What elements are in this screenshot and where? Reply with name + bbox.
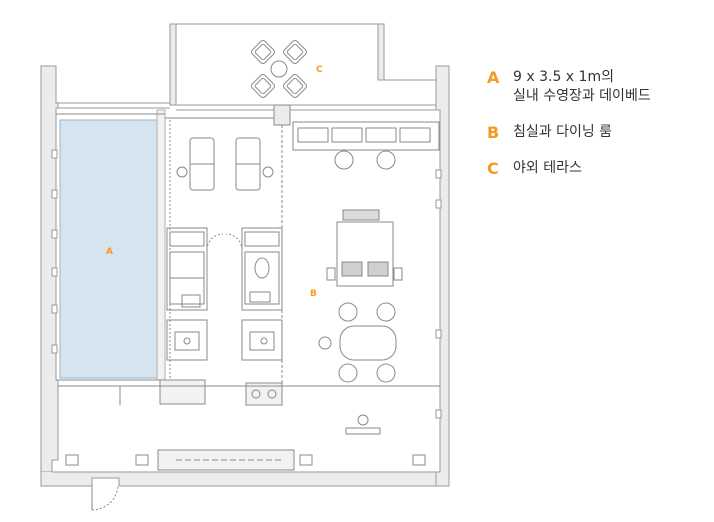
dining-table-icon <box>318 302 397 383</box>
lounge-chair-icon <box>176 137 274 191</box>
legend-text-a-line1: 9 x 3.5 x 1m의 <box>513 69 614 85</box>
floor-plan: A B C <box>40 23 450 511</box>
toilet-icon <box>254 257 270 279</box>
legend-item-c: C 야외 테라스 <box>487 159 707 178</box>
pool <box>59 119 158 379</box>
bed-icon <box>326 209 403 287</box>
legend-item-a: A 9 x 3.5 x 1m의 실내 수영장과 데이베드 <box>487 68 707 106</box>
legend-item-b: B 침실과 다이닝 룸 <box>487 123 707 142</box>
legend-text-b: 침실과 다이닝 룸 <box>513 124 613 140</box>
stove-icon <box>245 382 283 406</box>
door-icon <box>91 485 119 511</box>
legend: A 9 x 3.5 x 1m의 실내 수영장과 데이베드 B 침실과 다이닝 룸… <box>487 68 707 195</box>
plan-label-b: B <box>310 289 317 299</box>
legend-letter-c: C <box>487 159 499 178</box>
bathroom-left <box>159 227 224 405</box>
pool-markers <box>51 149 442 419</box>
legend-letter-a: A <box>487 68 500 87</box>
legend-text-c: 야외 테라스 <box>513 160 582 176</box>
plan-label-c: C <box>316 65 323 75</box>
legend-text-a: 9 x 3.5 x 1m의 실내 수영장과 데이베드 <box>513 68 651 106</box>
legend-text-a-line2: 실내 수영장과 데이베드 <box>513 88 651 104</box>
sofa-icon <box>292 121 440 170</box>
outer-walls <box>40 23 450 487</box>
bathroom-right <box>225 227 283 406</box>
plan-label-a: A <box>106 247 113 257</box>
terrace-chairs <box>251 40 307 98</box>
legend-letter-b: B <box>487 123 500 142</box>
bottom-cabinets <box>65 414 426 471</box>
